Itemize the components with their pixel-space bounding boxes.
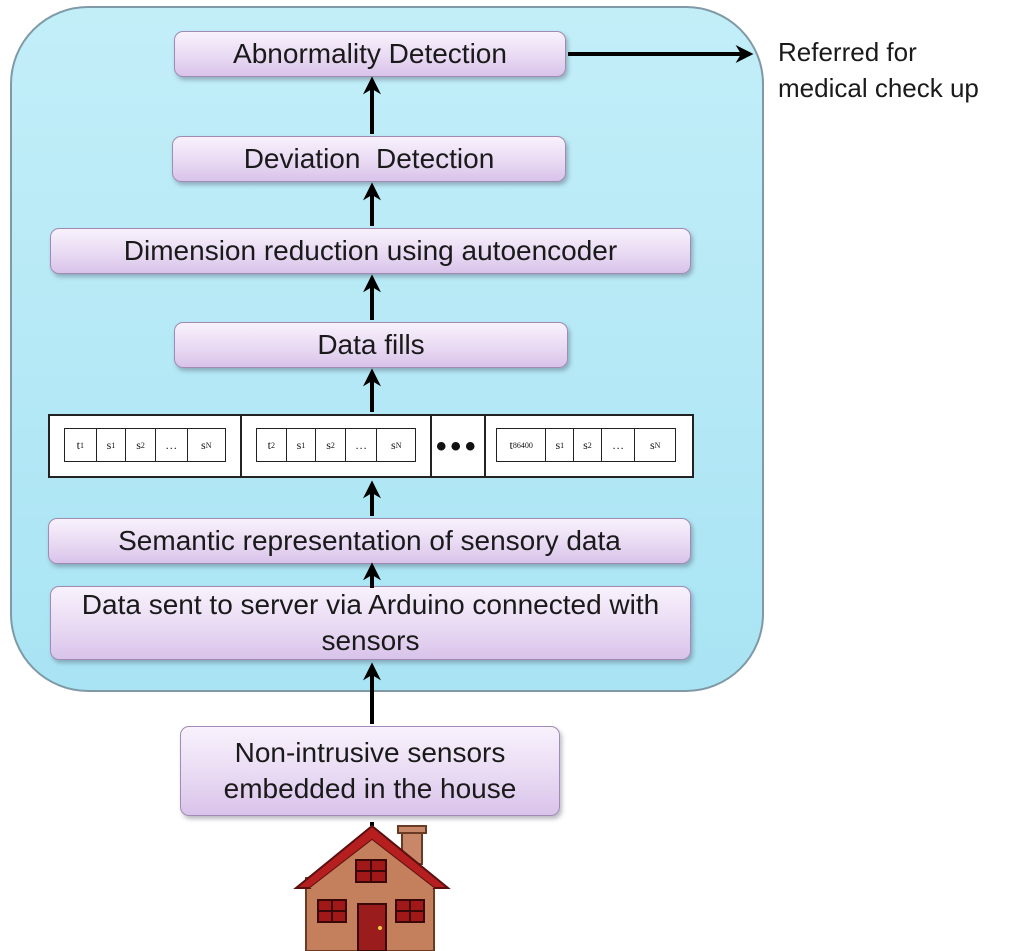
sensors-label: Non-intrusive sensors embedded in the ho… bbox=[223, 737, 517, 804]
sensor-cell: … bbox=[156, 429, 188, 461]
sequence-ellipsis: ••• bbox=[436, 430, 480, 463]
data-fills-box: Data fills bbox=[174, 322, 568, 368]
output-note-line-1: Referred for bbox=[778, 37, 917, 67]
sensor-cell: … bbox=[602, 429, 636, 461]
abnormality-detection-box: Abnormality Detection bbox=[174, 31, 566, 77]
data-sent-box: Data sent to server via Arduino connecte… bbox=[50, 586, 691, 660]
output-note-line-2: medical check up bbox=[778, 73, 979, 103]
data-sent-label: Data sent to server via Arduino connecte… bbox=[81, 589, 660, 656]
deviation-detection-box: Deviation Detection bbox=[172, 136, 566, 182]
house-icon bbox=[293, 824, 451, 951]
deviation-detection-label: Deviation Detection bbox=[243, 143, 495, 174]
sensor-cell: … bbox=[346, 429, 378, 461]
sensors-box: Non-intrusive sensors embedded in the ho… bbox=[180, 726, 560, 816]
output-note: Referred for medical check up bbox=[778, 34, 979, 106]
abnormality-detection-label: Abnormality Detection bbox=[233, 38, 507, 69]
dimension-reduction-box: Dimension reduction using autoencoder bbox=[50, 228, 691, 274]
dimension-reduction-label: Dimension reduction using autoencoder bbox=[123, 235, 618, 266]
semantic-representation-box: Semantic representation of sensory data bbox=[48, 518, 691, 564]
semantic-representation-label: Semantic representation of sensory data bbox=[118, 525, 621, 556]
data-fills-label: Data fills bbox=[317, 329, 425, 360]
